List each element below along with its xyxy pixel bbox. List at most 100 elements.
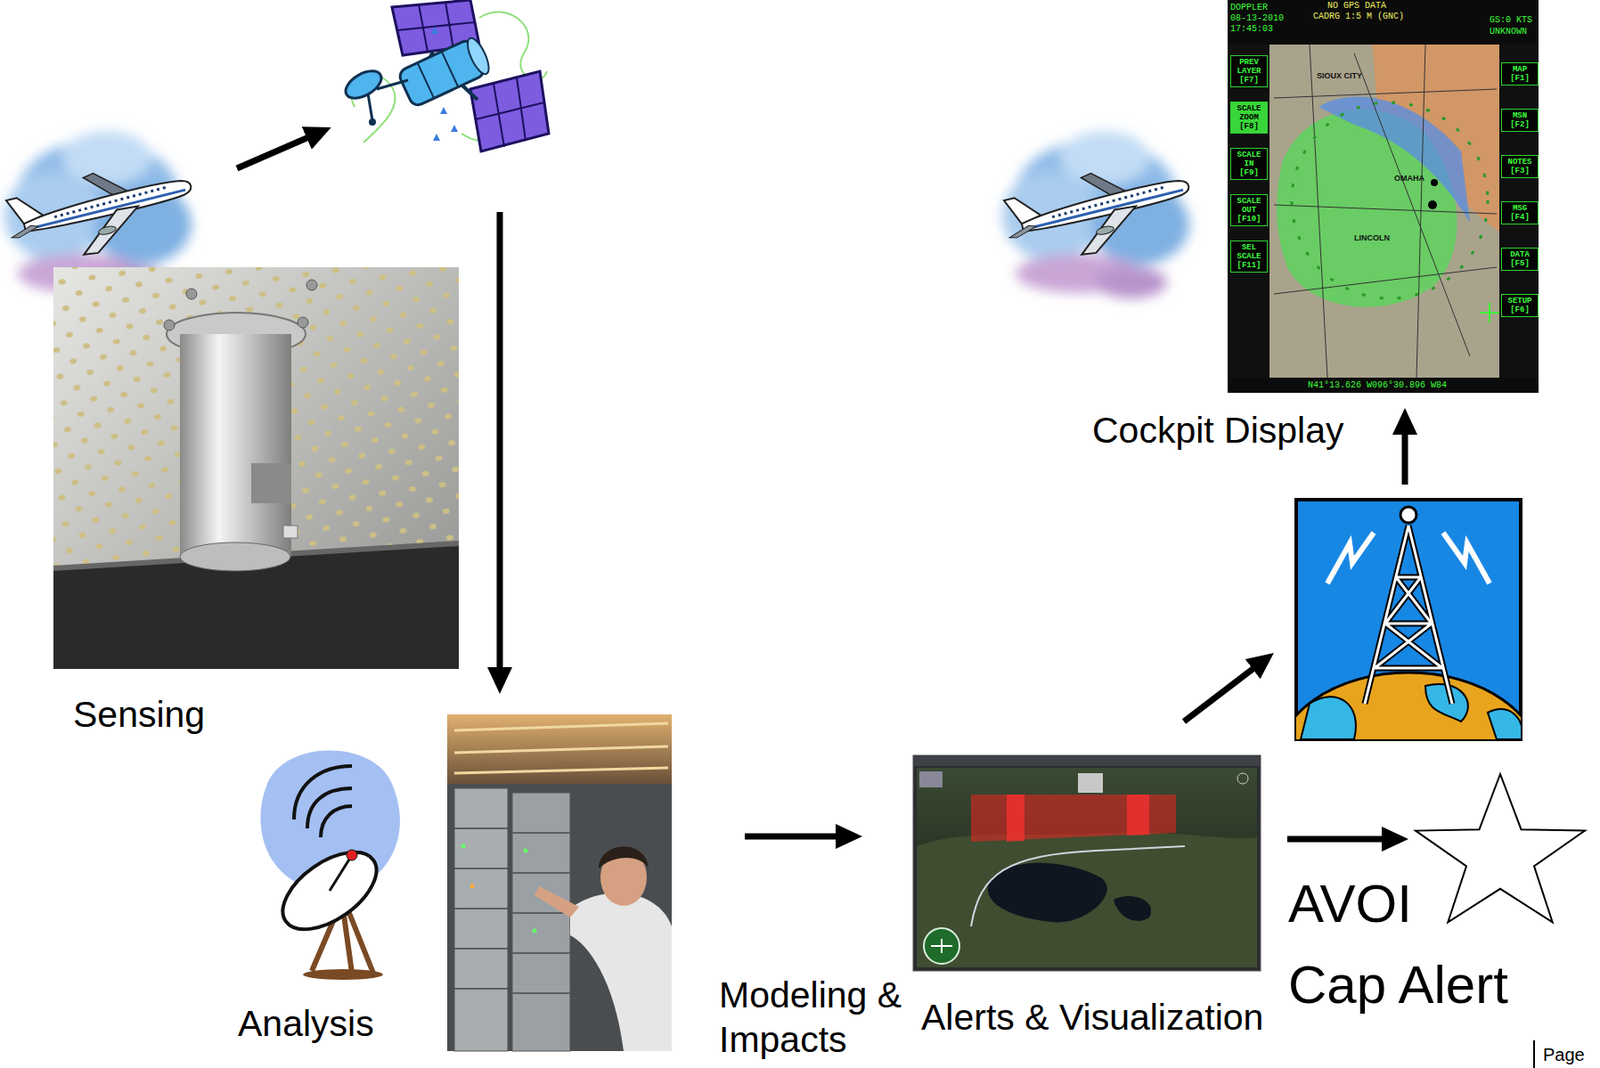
server-room-photo-part	[447, 714, 672, 1052]
cockpit-screen-part	[1227, 0, 1539, 45]
flow-arrow-part	[1402, 421, 1409, 485]
alerts-screenshot-part	[1077, 773, 1103, 793]
probe-photo-part	[53, 267, 459, 571]
server-room-photo-part	[534, 886, 580, 918]
stage-panel: Cockpit Display	[1086, 408, 1364, 457]
soft-key: MSN [F2]	[1501, 108, 1539, 132]
map-city: LINCOLN	[1354, 233, 1390, 243]
flow-connector	[1287, 836, 1396, 843]
broadcast-tower-clipart-part	[1364, 525, 1453, 704]
probe-photo	[53, 267, 459, 670]
alerts-screenshot-part	[923, 928, 960, 964]
soft-key: SCALE ZOOM [F8]	[1230, 101, 1268, 134]
cockpit-screen-part-part	[1430, 179, 1438, 187]
cockpit-screen-part-part	[1428, 200, 1437, 210]
dish-clipart	[261, 751, 400, 981]
soft-key: NOTES [F3]	[1501, 155, 1539, 179]
screen-text: 08-13-2010	[1230, 13, 1284, 24]
server-room-photo-part	[454, 723, 669, 774]
probe-photo-part	[53, 267, 459, 670]
screen-text: CADRG 1:5 M (GNC)	[1313, 11, 1405, 22]
cockpit-screen-part-part	[1269, 44, 1500, 378]
server-room-photo-part	[461, 844, 466, 849]
satellite-clipart-part-part	[417, 51, 459, 99]
stage-panel: Alerts & Visualization	[862, 755, 1288, 1044]
broadcast-tower-clipart-part	[1296, 672, 1521, 740]
cockpit-screen-part-part	[1273, 44, 1497, 378]
server-room-photo-part	[532, 929, 538, 934]
screen-text: NO GPS DATA	[1327, 0, 1387, 11]
broadcast-tower-clipart-part-part	[1296, 672, 1521, 740]
map-city: OMAHA	[1394, 173, 1425, 183]
server-room-photo-part	[570, 893, 672, 1052]
page-rule	[1533, 1040, 1535, 1068]
probe-photo-part	[179, 334, 292, 557]
stage-caption: Analysis	[237, 1001, 375, 1046]
server-room-photo-part	[512, 792, 571, 1052]
broadcast-tower-clipart-part	[1327, 532, 1490, 584]
probe-photo-part	[297, 317, 309, 328]
alerts-screenshot-part	[913, 755, 1261, 972]
server-room-photo-part	[454, 828, 571, 994]
page-footer: Page	[1542, 1044, 1585, 1066]
probe-photo-part	[251, 463, 292, 504]
screen-text: DOPPLER	[1230, 2, 1268, 13]
alerts-screenshot-part	[1006, 794, 1150, 842]
satellite-clipart-part	[367, 93, 373, 121]
soft-key: PREV LAYER [F7]	[1230, 55, 1268, 88]
server-room-photo-part	[447, 714, 672, 784]
cockpit-screen-part	[1269, 44, 1500, 378]
alerts-screenshot-part	[916, 832, 1258, 968]
alerts-screenshot-part	[1113, 896, 1152, 922]
stage-caption: Alerts & Visualization	[921, 995, 1264, 1040]
screen-text: UNKNOWN	[1489, 26, 1527, 37]
dish-clipart-part	[329, 855, 352, 891]
server-room-photo-part	[470, 884, 475, 890]
star-outline	[1415, 774, 1585, 923]
cockpit-screen-part-part	[1291, 102, 1488, 299]
stage-caption: Sensing	[73, 692, 205, 737]
cockpit-screen-part	[1499, 44, 1539, 378]
satellite-clipart-part	[341, 65, 386, 105]
flow-connector	[744, 833, 849, 841]
screen-text: GS:0 KTS	[1489, 15, 1533, 25]
probe-photo-part	[163, 319, 175, 331]
dish-clipart-part	[346, 849, 358, 861]
cockpit-screen-part	[1227, 44, 1270, 378]
coordinate-readout: N41°13.626 W096°30.896 W84	[1307, 380, 1447, 391]
alerts-screenshot-part	[971, 846, 1185, 927]
map-city: SIOUX CITY	[1316, 71, 1363, 81]
star-outline	[1408, 765, 1592, 937]
star-node: AVOI Cap Alert	[1408, 765, 1592, 937]
broadcast-tower-clipart-part	[1400, 506, 1417, 523]
alerts-screenshot-part	[919, 771, 943, 788]
satellite-clipart	[341, 0, 549, 152]
broadcast-tower-clipart-part-part	[1300, 684, 1521, 740]
alerts-screenshot-part	[1237, 773, 1249, 784]
soft-key: SCALE OUT [F10]	[1230, 194, 1268, 227]
probe-photo-part	[306, 279, 318, 291]
probe-photo-part	[179, 542, 291, 572]
soft-key: DATA [F5]	[1501, 247, 1539, 271]
alerts-screenshot-part	[916, 767, 1258, 968]
satellite-clipart-part	[397, 35, 493, 108]
cockpit-screen	[1227, 0, 1539, 393]
server-room-photo-part	[523, 848, 529, 854]
screen-text: 17:45:03	[1230, 24, 1274, 34]
alerts-screenshot-part	[913, 755, 1261, 767]
flow-arrow-part	[1183, 661, 1264, 722]
satellite-clipart-part	[368, 118, 376, 126]
alerts-screenshot-part	[987, 863, 1108, 923]
soft-key: SETUP [F6]	[1501, 293, 1539, 318]
soft-key: MAP [F1]	[1501, 62, 1539, 86]
flow-arrow-part	[236, 132, 319, 169]
dish-clipart-part	[269, 836, 390, 945]
soft-key: MSG [F4]	[1501, 201, 1539, 225]
probe-photo-part	[186, 288, 197, 300]
alert-caption: AVOI Cap Alert	[1288, 863, 1520, 1026]
alerts-screenshot-part	[930, 938, 953, 954]
flow-arrow-part	[497, 212, 504, 681]
stage-panel: Analysis	[237, 712, 745, 1056]
